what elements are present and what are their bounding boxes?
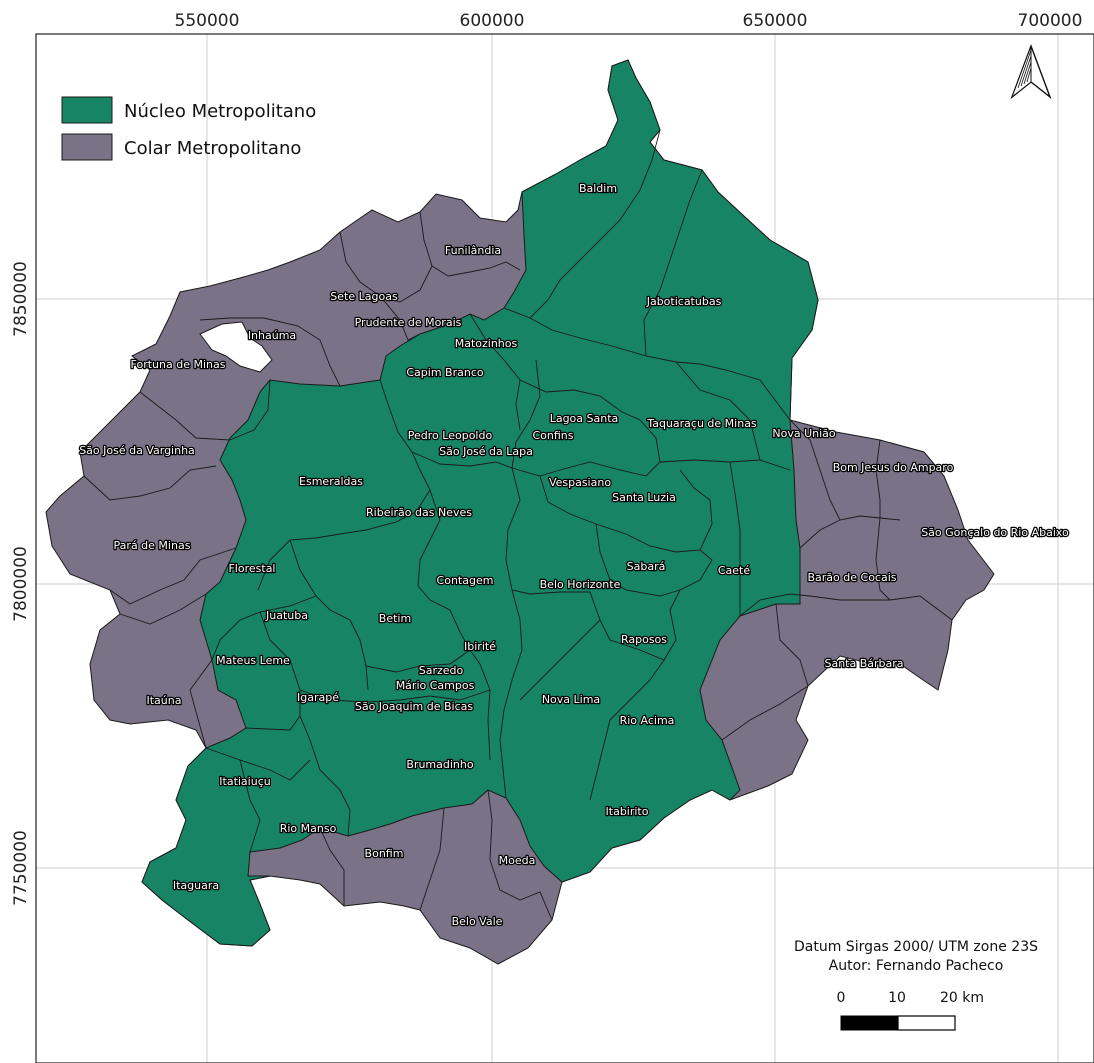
municipality-label: Funilândia bbox=[445, 244, 501, 257]
municipality-label: Fortuna de Minas bbox=[131, 358, 226, 371]
municipality-label: Pará de Minas bbox=[114, 539, 191, 552]
legend-label: Colar Metropolitano bbox=[124, 138, 301, 159]
municipality-label: Belo Vale bbox=[452, 915, 503, 928]
municipal-borders bbox=[83, 129, 953, 921]
municipality-label: Sabará bbox=[627, 560, 666, 573]
municipality-label: São Gonçalo do Rio Abaixo bbox=[921, 526, 1069, 539]
municipality-label: São Joaquim de Bicas bbox=[355, 700, 474, 713]
municipality-label: Confins bbox=[532, 429, 573, 442]
municipality-label: Mário Campos bbox=[396, 679, 475, 692]
municipality-label: Ribeirão das Neves bbox=[366, 506, 472, 519]
municipality-label: Bom Jesus do Amparo bbox=[833, 461, 954, 474]
municipality-label: Itabirito bbox=[606, 805, 649, 818]
municipality-label: Jaboticatubas bbox=[646, 295, 722, 308]
municipality-label: Santa Bárbara bbox=[824, 657, 903, 670]
legend-swatch-nucleo bbox=[61, 96, 113, 124]
municipality-label: Baldim bbox=[579, 182, 617, 195]
municipality-label: Sarzedo bbox=[419, 664, 464, 677]
y-tick-label: 7800000 bbox=[11, 546, 31, 622]
legend: Núcleo Metropolitano Colar Metropolitano bbox=[61, 96, 316, 161]
municipality-label: São José da Lapa bbox=[439, 445, 533, 458]
municipality-label: Rio Acima bbox=[620, 714, 675, 727]
y-tick-label: 7850000 bbox=[11, 261, 31, 337]
hole-area bbox=[199, 321, 273, 373]
municipality-label: Itaguara bbox=[173, 879, 219, 892]
scale-label: 20 km bbox=[940, 990, 984, 1006]
metro-region bbox=[45, 59, 995, 965]
municipality-label: Ibirité bbox=[464, 640, 496, 653]
municipality-labels: Baldim Funilândia Jaboticatubas Sete Lag… bbox=[78, 181, 1070, 930]
author-text: Autor: Fernando Pacheco bbox=[829, 958, 1004, 974]
municipality-label: Betim bbox=[379, 612, 411, 625]
legend-label: Núcleo Metropolitano bbox=[124, 101, 316, 122]
x-tick-label: 550000 bbox=[175, 11, 240, 31]
municipality-label: Lagoa Santa bbox=[550, 412, 619, 425]
municipality-label: Capim Branco bbox=[406, 366, 484, 379]
municipality-label: Brumadinho bbox=[406, 758, 473, 771]
municipality-label: Caeté bbox=[718, 564, 751, 577]
municipality-label: São José da Varginha bbox=[79, 444, 195, 457]
municipality-label: Prudente de Morais bbox=[355, 316, 462, 329]
scale-segment-white bbox=[897, 1015, 956, 1031]
municipality-label: Sete Lagoas bbox=[330, 290, 398, 303]
legend-swatch-colar bbox=[61, 133, 113, 161]
municipality-label: Itatiaiuçu bbox=[219, 775, 270, 788]
y-tick-label: 7750000 bbox=[11, 830, 31, 906]
municipality-label: Taquaraçu de Minas bbox=[646, 417, 757, 430]
municipality-label: Raposos bbox=[621, 633, 667, 646]
municipality-label: Moeda bbox=[499, 854, 536, 867]
municipality-label: Santa Luzia bbox=[612, 491, 676, 504]
x-tick-label: 600000 bbox=[460, 11, 525, 31]
municipality-label: Contagem bbox=[437, 574, 494, 587]
municipality-label: Itaúna bbox=[147, 694, 182, 707]
credits: Datum Sirgas 2000/ UTM zone 23S Autor: F… bbox=[794, 939, 1038, 974]
municipality-label: Juatuba bbox=[265, 609, 308, 622]
municipality-label: Rio Manso bbox=[280, 822, 337, 835]
x-tick-label: 650000 bbox=[743, 11, 808, 31]
scale-label: 10 bbox=[888, 990, 906, 1006]
municipality-label: Barão de Cocais bbox=[807, 571, 896, 584]
municipality-label: Nova Lima bbox=[542, 693, 600, 706]
north-arrow-icon bbox=[1010, 43, 1052, 100]
municipality-label: Nova União bbox=[772, 427, 836, 440]
municipality-label: Bonfim bbox=[365, 847, 404, 860]
municipality-label: Belo Horizonte bbox=[540, 578, 621, 591]
municipality-label: Esmeraldas bbox=[299, 475, 363, 488]
scale-label: 0 bbox=[837, 990, 846, 1006]
municipality-label: Igarapé bbox=[297, 691, 339, 704]
municipality-label: Vespasiano bbox=[549, 476, 611, 489]
x-tick-labels: 550000 600000 650000 700000 bbox=[175, 11, 1083, 31]
y-tick-labels: 7850000 7800000 7750000 bbox=[11, 261, 31, 906]
scale-segment-black bbox=[840, 1015, 899, 1031]
x-tick-label: 700000 bbox=[1018, 11, 1083, 31]
scale-bar: 0 10 20 km bbox=[837, 990, 984, 1031]
municipality-label: Mateus Leme bbox=[216, 654, 290, 667]
map-frame bbox=[35, 33, 1094, 1063]
municipality-label: Inhaúma bbox=[248, 329, 296, 342]
municipality-label: Florestal bbox=[228, 562, 275, 575]
datum-text: Datum Sirgas 2000/ UTM zone 23S bbox=[794, 939, 1038, 955]
municipality-label: Matozinhos bbox=[455, 337, 518, 350]
municipality-label: Pedro Leopoldo bbox=[408, 429, 493, 442]
